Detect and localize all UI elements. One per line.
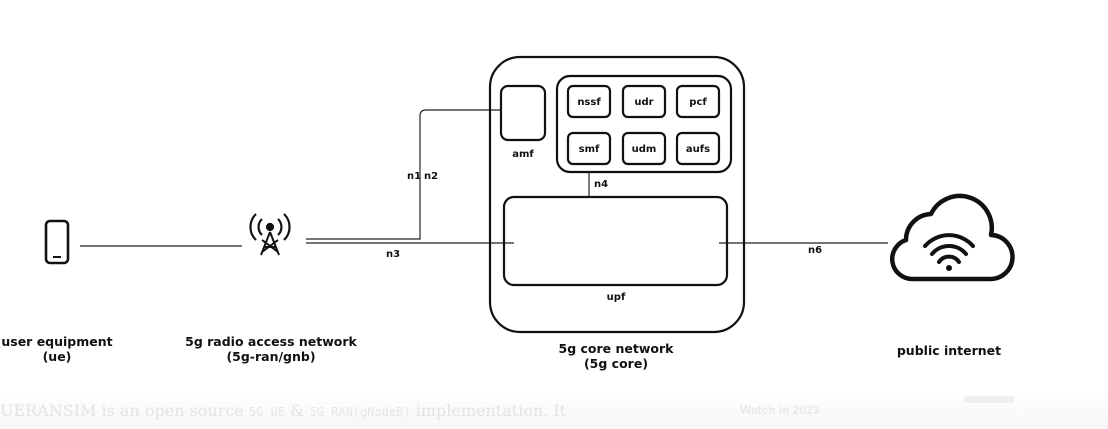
gnb-label: 5g radio access network(5g-ran/gnb) — [185, 334, 357, 364]
faded-bar — [964, 396, 1014, 403]
core-network-box — [488, 55, 746, 334]
n6-label: n6 — [808, 245, 822, 256]
aufs-label: aufs — [686, 144, 710, 155]
caption-amp: & — [290, 401, 305, 420]
watch-label: Watch in 2023 — [740, 403, 820, 417]
caption-part1: UERANSIM is an open source — [0, 401, 244, 420]
label-line: (5g core) — [584, 356, 648, 371]
functions-group-box — [555, 74, 733, 174]
n1-label: n1 — [407, 171, 421, 182]
cell-tower-icon — [249, 213, 291, 256]
n1-n2-link — [306, 109, 500, 240]
udm-label: udm — [632, 144, 657, 155]
caption-code-ran: 5G RAN(gNodeB) — [309, 405, 411, 419]
label-line: user equipment — [1, 334, 112, 349]
nssf-box — [566, 84, 612, 119]
n3-label: n3 — [386, 249, 400, 260]
caption-bar — [0, 392, 1108, 429]
label-line: public internet — [897, 343, 1001, 358]
nssf-label: nssf — [577, 97, 601, 108]
label-line: 5g radio access network — [185, 334, 357, 349]
udr-box — [621, 84, 667, 119]
upf-label: upf — [607, 292, 626, 303]
udm-box — [621, 131, 667, 166]
smartphone-icon — [44, 219, 70, 265]
amf-label: amf — [512, 149, 534, 160]
amf-box — [499, 84, 547, 142]
smf-label: smf — [579, 144, 600, 155]
udr-label: udr — [634, 97, 653, 108]
n4-label: n4 — [594, 179, 608, 190]
caption-code-ue: 5G UE — [248, 405, 286, 419]
internet-label: public internet — [897, 343, 1001, 358]
label-line: (5g-ran/gnb) — [226, 349, 315, 364]
n2-label: n2 — [424, 171, 438, 182]
pcf-box — [675, 84, 721, 119]
aufs-box — [675, 131, 721, 166]
caption-part2: implementation. It — [415, 401, 567, 420]
upf-box — [502, 195, 729, 287]
caption-text: UERANSIM is an open source 5G UE & 5G RA… — [0, 401, 566, 420]
ue-label: user equipment(ue) — [1, 334, 112, 364]
smf-box — [566, 131, 612, 166]
pcf-label: pcf — [689, 97, 707, 108]
label-line: (ue) — [43, 349, 72, 364]
core-label: 5g core network(5g core) — [559, 341, 675, 371]
label-line: 5g core network — [559, 341, 675, 356]
cloud-wifi-icon — [890, 193, 1015, 282]
